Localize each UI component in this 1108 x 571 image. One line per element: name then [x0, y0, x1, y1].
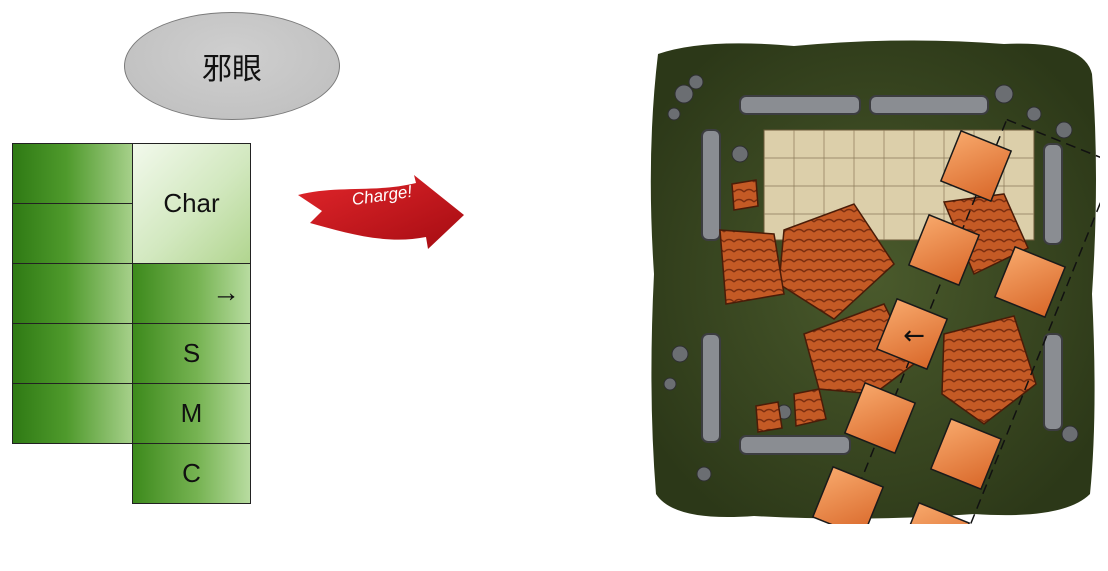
card-cell-m: M — [132, 383, 251, 444]
card-cell-left-1 — [12, 143, 133, 204]
card-cell-move: → — [132, 263, 251, 324]
char-label: Char — [163, 188, 219, 219]
battle-map: ← — [644, 34, 1100, 524]
right-arrow-icon: → — [212, 276, 240, 308]
unit-name-badge: 邪眼 — [124, 12, 340, 120]
card-cell-left-4 — [12, 323, 133, 384]
c-label: C — [182, 458, 201, 489]
card-cell-c: C — [132, 443, 251, 504]
card-cell-left-5 — [12, 383, 133, 444]
left-arrow-icon: ← — [903, 321, 925, 351]
s-label: S — [183, 338, 200, 369]
card-cell-left-3 — [12, 263, 133, 324]
card-cell-left-2 — [12, 203, 133, 264]
unit-name: 邪眼 — [202, 44, 262, 88]
card-cell-s: S — [132, 323, 251, 384]
m-label: M — [181, 398, 203, 429]
card-cell-char: Char — [132, 143, 251, 264]
